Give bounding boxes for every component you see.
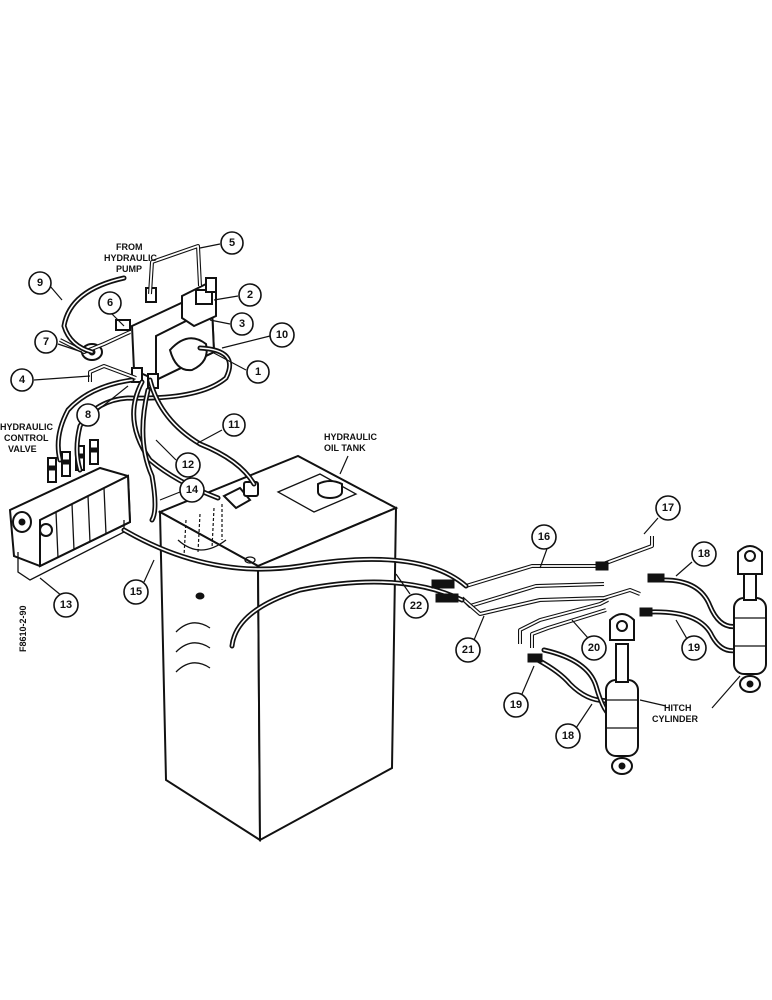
callout-9: 9	[28, 271, 52, 295]
callout-12: 12	[175, 452, 201, 478]
callout-11: 11	[222, 413, 246, 437]
svg-text:6: 6	[107, 297, 113, 309]
svg-text:2: 2	[247, 289, 253, 301]
label-hitch-cylinder-2: CYLINDER	[652, 714, 699, 724]
rigid-lines	[59, 244, 654, 648]
callout-8: 8	[76, 403, 100, 427]
callout-14: 14	[179, 477, 205, 503]
svg-text:12: 12	[182, 459, 194, 471]
label-hitch-cylinder-1: HITCH	[664, 703, 692, 713]
label-control-valve-1: HYDRAULIC	[0, 422, 53, 432]
svg-text:14: 14	[186, 484, 199, 496]
callout-22: 22	[403, 593, 429, 619]
callout-16: 16	[531, 524, 557, 550]
label-from-pump-2: HYDRAULIC	[104, 253, 157, 263]
svg-text:5: 5	[229, 237, 235, 249]
callout-21: 21	[455, 637, 481, 663]
label-oil-tank-2: OIL TANK	[324, 443, 366, 453]
label-control-valve-2: CONTROL	[4, 433, 49, 443]
svg-text:10: 10	[276, 329, 288, 341]
svg-text:15: 15	[130, 586, 142, 598]
svg-text:17: 17	[662, 502, 674, 514]
hitch-cylinder-icon	[431, 545, 767, 775]
callout-17: 17	[655, 495, 681, 521]
callout-18-left: 18	[555, 723, 581, 749]
svg-text:16: 16	[538, 531, 550, 543]
callout-2: 2	[238, 283, 262, 307]
svg-text:9: 9	[37, 277, 43, 289]
svg-text:3: 3	[239, 318, 245, 330]
svg-text:19: 19	[688, 642, 700, 654]
callout-1: 1	[246, 360, 270, 384]
callout-4: 4	[10, 368, 34, 392]
callout-5: 5	[220, 231, 244, 255]
callout-18-right: 18	[691, 541, 717, 567]
callout-20: 20	[581, 635, 607, 661]
svg-text:11: 11	[228, 419, 240, 431]
callouts: 1 2 3 4 5 6 7 8 9 10 11 12 13	[10, 231, 717, 749]
svg-text:20: 20	[588, 642, 600, 654]
svg-text:18: 18	[562, 730, 574, 742]
hydraulic-oil-tank-icon	[157, 454, 399, 842]
svg-text:19: 19	[510, 699, 522, 711]
svg-text:22: 22	[410, 600, 422, 612]
callout-7: 7	[34, 330, 58, 354]
svg-text:4: 4	[19, 374, 26, 386]
svg-text:21: 21	[462, 644, 474, 656]
svg-text:1: 1	[255, 366, 261, 378]
svg-text:18: 18	[698, 548, 710, 560]
svg-text:8: 8	[85, 409, 91, 421]
label-from-pump-3: PUMP	[116, 264, 142, 274]
label-oil-tank-1: HYDRAULIC	[324, 432, 377, 442]
component-labels: FROM HYDRAULIC PUMP HYDRAULIC CONTROL VA…	[0, 242, 741, 724]
svg-text:13: 13	[60, 599, 72, 611]
callout-10: 10	[269, 322, 295, 348]
callout-3: 3	[230, 312, 254, 336]
callout-19-right: 19	[681, 635, 707, 661]
figure-code: F8610-2-90	[18, 605, 28, 652]
svg-text:7: 7	[43, 336, 49, 348]
callout-13: 13	[53, 592, 79, 618]
label-from-pump-1: FROM	[116, 242, 143, 252]
callout-15: 15	[123, 579, 149, 605]
callout-19-left: 19	[503, 692, 529, 718]
label-control-valve-3: VALVE	[8, 444, 37, 454]
callout-6: 6	[98, 291, 122, 315]
control-valve-icon	[8, 439, 132, 581]
